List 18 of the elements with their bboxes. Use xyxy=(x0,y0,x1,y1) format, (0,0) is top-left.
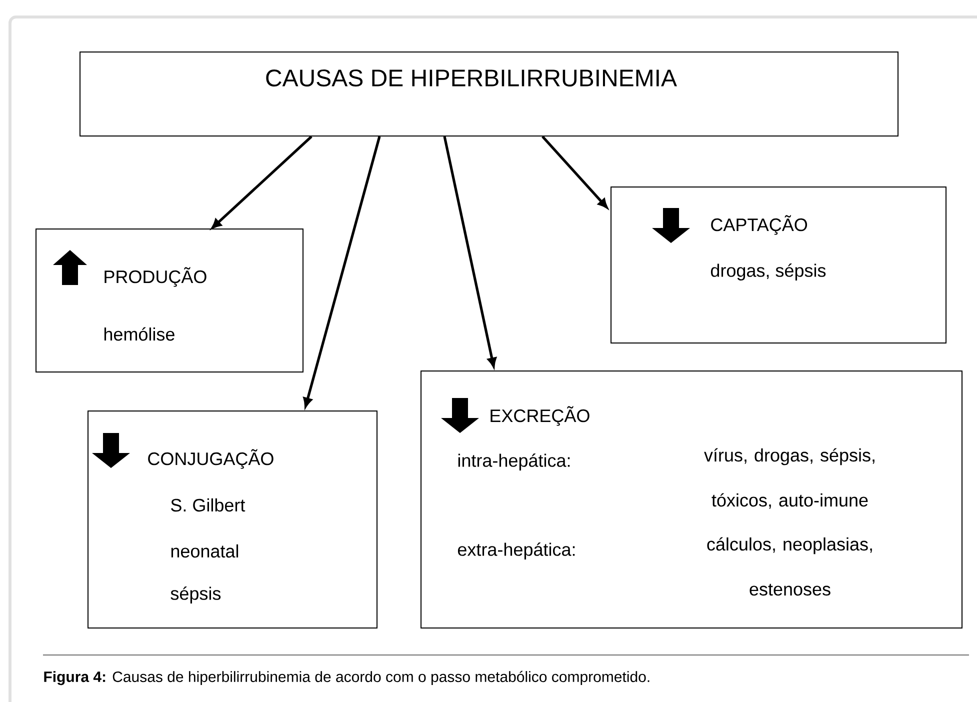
arrow xyxy=(542,136,608,208)
category-text: extra-hepática: xyxy=(458,542,575,560)
heading-text: EXCREÇÃO xyxy=(490,406,590,426)
heading-text: CONJUGAÇÃO xyxy=(148,449,274,469)
arrow xyxy=(303,136,381,408)
heading-text: CAPTAÇÃO xyxy=(711,215,808,235)
cause-text: cálculos, neoplasias, estenoses xyxy=(707,537,872,596)
cause-text: hemólise xyxy=(104,327,174,341)
arrow xyxy=(443,136,496,368)
category-text: intra-hepática: xyxy=(458,454,570,470)
cause-text: S. Gilbert xyxy=(171,498,246,512)
figure-caption: Figura 4: Causas de hiperbilirrubinemia de acordo com o passo metabólico comprometido. xyxy=(44,670,650,686)
title-text: CAUSAS DE HIPERBILIRRUBINEMIA xyxy=(266,70,677,86)
cause-text: neonatal xyxy=(171,544,238,558)
heading-text: PRODUÇÃO xyxy=(104,267,206,287)
arrow xyxy=(212,136,312,229)
cause-text: sépsis xyxy=(170,586,221,604)
cause-text: drogas, sépsis xyxy=(710,264,826,280)
